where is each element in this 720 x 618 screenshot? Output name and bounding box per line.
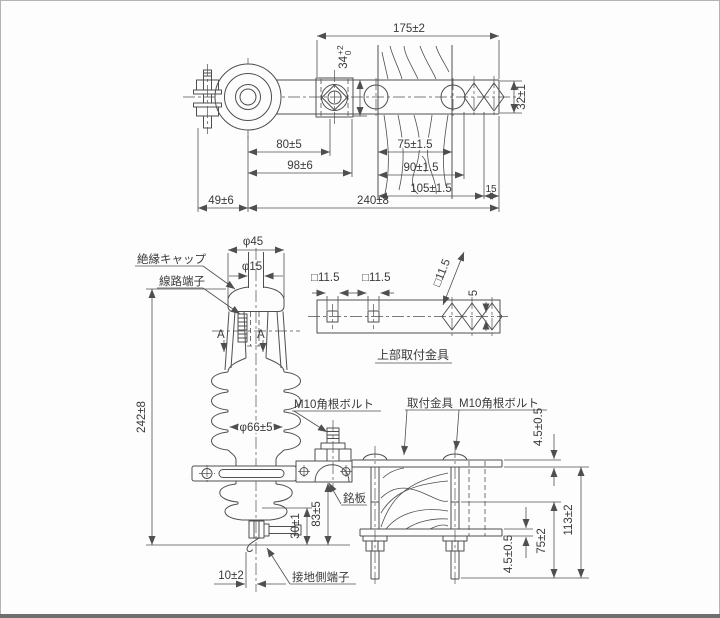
line-terminal-internal bbox=[237, 312, 262, 347]
dim-plate-top: 4.5±0.5 bbox=[533, 408, 545, 446]
dim-83: 83±5 bbox=[311, 501, 323, 527]
section-mark-a-left: A bbox=[217, 329, 225, 341]
mount-view: 取付金具 M10角根ボルト 4.5±0.5 113±2 75±2 4.5±0.5 bbox=[352, 396, 589, 586]
pulley-wheel bbox=[214, 63, 282, 131]
dim-total-width: 240±8 bbox=[357, 195, 389, 207]
dim-30: 30±1 bbox=[290, 513, 302, 539]
dim-block-height: 34+20 bbox=[335, 45, 353, 69]
label-ground-terminal: 接地側端子 bbox=[292, 571, 350, 584]
dim-stem-dia: φ15 bbox=[242, 261, 262, 273]
label-square-bolt-front: M10角根ボルト bbox=[294, 397, 374, 411]
dim-105: 105±1.5 bbox=[410, 183, 452, 195]
dim-arm-height: 32±1 bbox=[516, 84, 528, 110]
upper-bracket-view: □11.5 □11.5 □11.5 5 上部取付金具 bbox=[308, 251, 508, 364]
dim-arm-length: 175±2 bbox=[393, 23, 425, 35]
ground-terminal bbox=[246, 520, 302, 552]
upper-bracket-title: 上部取付金具 bbox=[377, 347, 449, 362]
square-neck-bolt-front bbox=[314, 420, 352, 487]
dim-10: 10±2 bbox=[218, 570, 244, 582]
section-mark-a-right: A bbox=[257, 329, 265, 341]
dim-height: 242±8 bbox=[136, 401, 148, 433]
dim-overall: 113±2 bbox=[563, 504, 575, 535]
label-mount-bracket: 取付金具 bbox=[407, 396, 453, 410]
dim-bolt-75: 75±2 bbox=[536, 528, 548, 554]
dim-square-hole-2: □11.5 bbox=[362, 272, 390, 284]
dim-square-hole-1: □11.5 bbox=[311, 272, 339, 284]
dim-15: 15 bbox=[485, 184, 497, 195]
page-bottom-edge bbox=[0, 614, 720, 618]
wood-grain-mount bbox=[380, 467, 449, 530]
dim-98: 98±6 bbox=[287, 160, 313, 172]
front-view: A A bbox=[135, 236, 381, 592]
dim-75: 75±1.5 bbox=[397, 139, 432, 151]
mounting-strap bbox=[191, 460, 353, 483]
dim-90: 90±1.5 bbox=[403, 162, 438, 174]
clamp-block bbox=[315, 77, 354, 118]
mount-bolt-left bbox=[362, 535, 388, 580]
mount-bolt-right bbox=[442, 535, 468, 580]
top-view: 175±2 34+20 32±1 80±5 98±6 75±1.5 90±1.5… bbox=[183, 23, 528, 212]
label-nameplate: 銘板 bbox=[343, 491, 366, 505]
dim-plate-bottom: 4.5±0.5 bbox=[503, 535, 515, 573]
eye-bolt bbox=[193, 64, 222, 134]
dim-notch: 5 bbox=[468, 290, 480, 296]
dim-80: 80±5 bbox=[276, 139, 302, 151]
dim-left-offset: 49±6 bbox=[208, 195, 234, 207]
dim-body-dia: φ66±5 bbox=[240, 422, 273, 434]
dim-square-hole-3: □11.5 bbox=[431, 257, 453, 288]
dim-cap-dia: φ45 bbox=[243, 236, 263, 248]
label-square-bolt-mount: M10角根ボルト bbox=[459, 396, 539, 410]
label-insulation-cap: 絶縁キャップ bbox=[137, 252, 206, 266]
label-line-terminal: 線路端子 bbox=[159, 274, 205, 288]
